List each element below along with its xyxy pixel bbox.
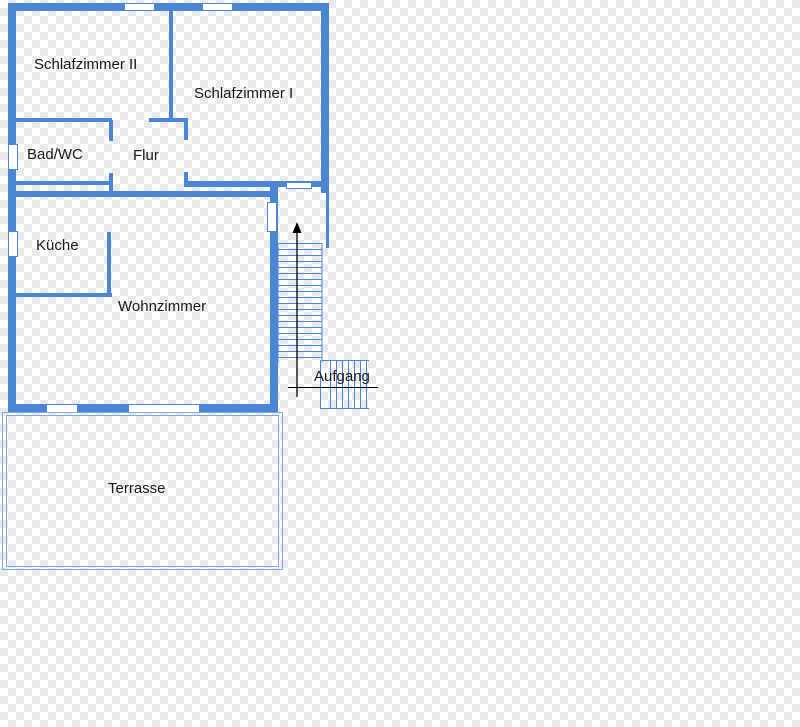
wall [109, 120, 113, 141]
wall [14, 293, 112, 297]
wall [8, 3, 329, 11]
window [124, 3, 155, 11]
stair-arrows [288, 222, 378, 397]
wall [270, 181, 278, 413]
wall [321, 3, 329, 193]
room-label-bad-wc: Bad/WC [27, 146, 83, 163]
window [267, 202, 277, 232]
wall [184, 118, 188, 140]
room-label-kueche: Küche [36, 237, 79, 254]
wall [109, 173, 113, 197]
terrace-outer [2, 412, 283, 570]
room-label-wohnzimmer: Wohnzimmer [118, 298, 207, 315]
windows [8, 3, 312, 413]
window [128, 404, 200, 413]
wall [8, 3, 16, 413]
wall [149, 118, 188, 122]
arrow-up-icon [292, 222, 302, 233]
terrace-outline [2, 412, 283, 570]
wall [14, 191, 272, 197]
wall [107, 232, 111, 297]
room-label-aufgang: Aufgang [314, 368, 370, 385]
window [8, 231, 18, 257]
terrace-inner [6, 415, 279, 567]
room-label-terrasse: Terrasse [108, 480, 166, 497]
staircase [277, 243, 369, 409]
wall [184, 172, 188, 187]
room-label-flur: Flur [133, 147, 159, 164]
wall [326, 184, 329, 248]
window [8, 144, 18, 170]
wall [169, 8, 173, 121]
wall [14, 118, 112, 122]
room-label-schlafzimmer-2: Schlafzimmer II [34, 56, 138, 73]
window [286, 182, 312, 189]
wall [14, 181, 112, 185]
window [202, 3, 233, 11]
wall [186, 181, 326, 187]
window [46, 404, 78, 413]
room-label-schlafzimmer-1: Schlafzimmer I [194, 85, 294, 102]
